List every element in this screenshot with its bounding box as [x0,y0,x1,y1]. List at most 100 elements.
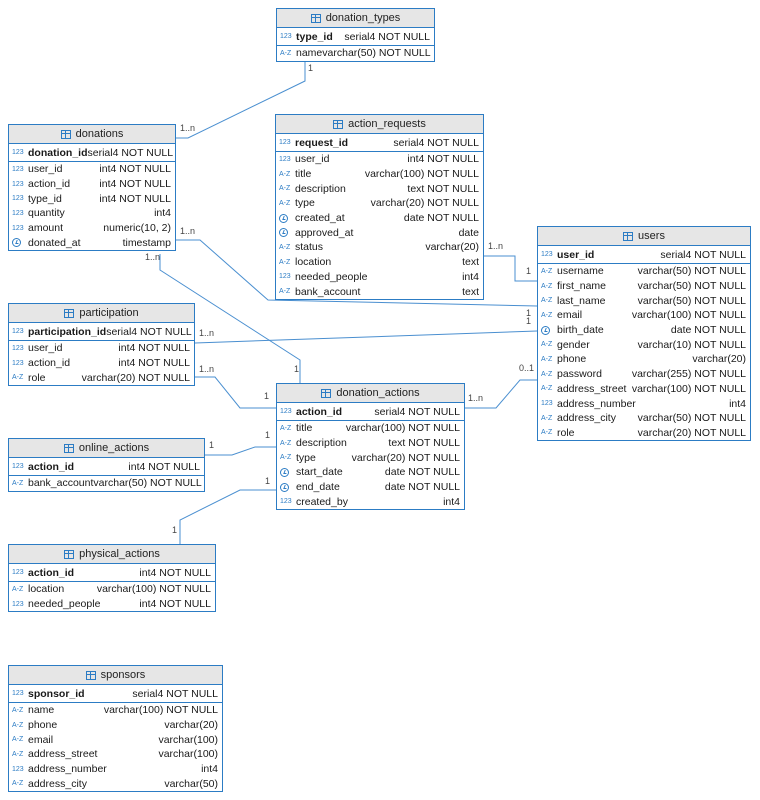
table-header[interactable]: action_requests [276,115,483,134]
table-header[interactable]: donation_types [277,9,434,28]
column-type: date NOT NULL [384,481,460,494]
column-name: type [295,197,315,210]
column-name: action_id [28,357,71,370]
text-type-icon: A-Z [12,780,24,788]
table-header[interactable]: online_actions [9,439,204,458]
table-header[interactable]: donation_actions [277,384,464,403]
numeric-type-icon: 123 [541,400,553,408]
relationship-line-physical-actions-to-donation-actions[interactable] [179,489,276,544]
column-name: type [296,451,316,464]
table-header[interactable]: users [538,227,750,246]
column-name: bank_account [295,285,361,298]
relationship-line-donation-actions-to-users[interactable] [465,379,537,409]
table-header[interactable]: donations [9,125,175,144]
column-type: varchar(20) NOT NULL [370,197,479,210]
column-name: user_id [28,163,63,176]
column-name: needed_people [28,598,101,611]
table-header[interactable]: sponsors [9,666,222,685]
numeric-type-icon: 123 [541,251,553,258]
cardinality-label: 1 [265,476,270,486]
table-header[interactable]: participation [9,304,194,323]
column-type: serial4 NOT NULL [393,136,479,149]
relationship-line-action-requests-to-users[interactable] [484,255,537,282]
column-name: status [295,241,324,254]
column-type: varchar(20) NOT NULL [81,371,190,384]
relationship-line-participation-to-users[interactable] [194,330,538,344]
text-type-icon: A-Z [12,706,24,714]
relationship-line-participation-to-donation-actions[interactable] [195,376,276,409]
cardinality-label: 1 [526,308,531,318]
column-name: address_city [557,412,616,425]
column-type: int4 [201,763,218,776]
table-header[interactable]: physical_actions [9,545,215,564]
date-type-icon [541,325,550,335]
relationship-line-online-actions-to-donation-actions[interactable] [205,446,276,456]
